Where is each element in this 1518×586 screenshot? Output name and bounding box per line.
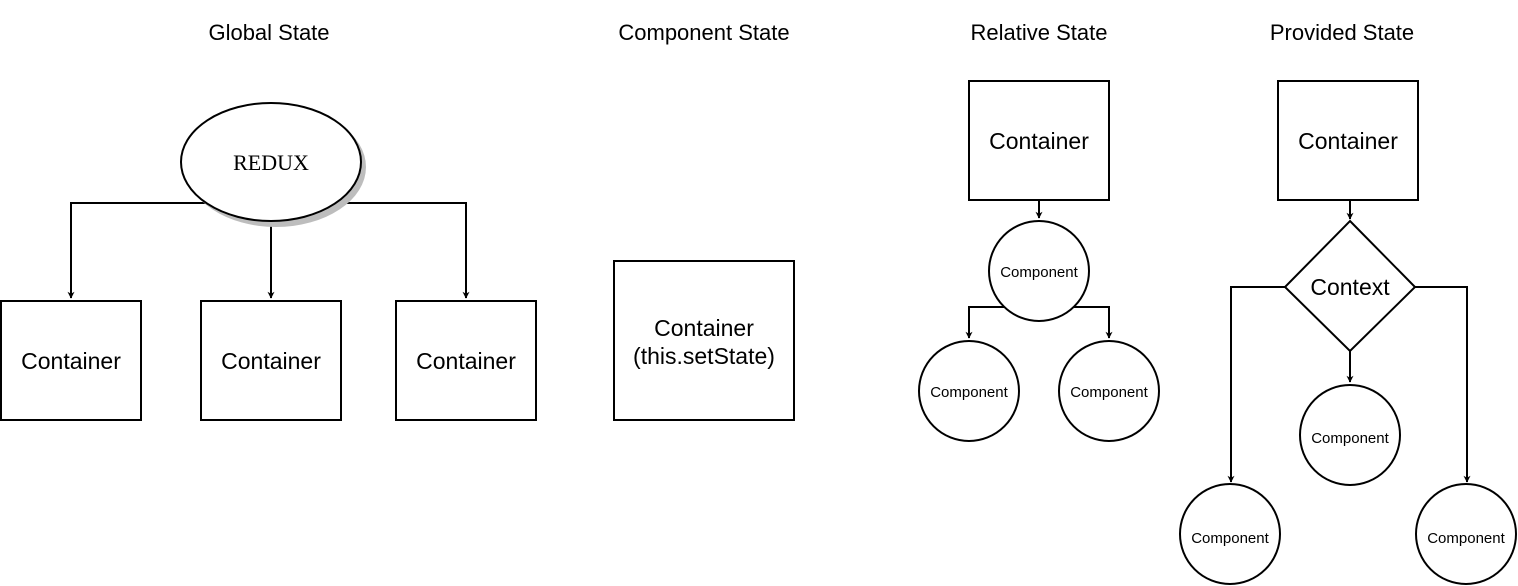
global-container-1: [0, 300, 142, 421]
relative-state-title: Relative State: [971, 20, 1108, 45]
provided-state-title: Provided State: [1270, 20, 1414, 45]
provided-component-middle-label: Component: [1311, 430, 1389, 447]
global-container-3: [395, 300, 537, 421]
relative-component-right: [1058, 340, 1160, 442]
global-container-1-label: Container: [21, 348, 121, 374]
relative-component-to-left-edge: [965, 306, 1005, 339]
component-state-title: Component State: [618, 20, 789, 45]
provided-container-label: Container: [1298, 128, 1398, 154]
provided-context-to-right-edge: [1415, 286, 1471, 483]
redux-label: REDUX: [233, 150, 309, 175]
relative-component-parent: [988, 220, 1090, 322]
provided-context-node: [1283, 219, 1417, 353]
component-state-container-sublabel: (this.setState): [633, 343, 775, 369]
global-container-3-label: Container: [416, 348, 516, 374]
relative-component-to-right-edge: [1073, 306, 1113, 339]
global-state-section: Global State REDUX Container Container C…: [0, 20, 537, 421]
component-state-container-label: Container: [654, 315, 754, 341]
redux-store-node: [180, 102, 362, 222]
provided-component-left-label: Component: [1191, 530, 1269, 547]
redux-to-container-1-edge: [67, 202, 208, 299]
component-state-container: [613, 260, 795, 421]
relative-state-section: Relative State Container Component Compo…: [918, 20, 1160, 442]
relative-container-label: Container: [989, 128, 1089, 154]
provided-component-middle: [1299, 384, 1401, 486]
provided-component-right-label: Component: [1427, 530, 1505, 547]
provided-context-label: Context: [1310, 274, 1390, 300]
relative-component-parent-label: Component: [1000, 264, 1078, 281]
redux-to-container-3-edge: [334, 202, 470, 299]
component-state-section: Component State Container (this.setState…: [613, 20, 795, 421]
relative-component-left-label: Component: [930, 384, 1008, 401]
provided-context-to-left-edge: [1227, 286, 1285, 483]
provided-component-right: [1415, 483, 1517, 585]
provided-container: [1277, 80, 1419, 201]
provided-component-left: [1179, 483, 1281, 585]
global-container-2: [200, 300, 342, 421]
global-container-2-label: Container: [221, 348, 321, 374]
relative-container: [968, 80, 1110, 201]
global-state-title: Global State: [208, 20, 329, 45]
provided-state-section: Provided State Container Context Compone…: [1179, 20, 1517, 585]
relative-component-right-label: Component: [1070, 384, 1148, 401]
relative-component-left: [918, 340, 1020, 442]
